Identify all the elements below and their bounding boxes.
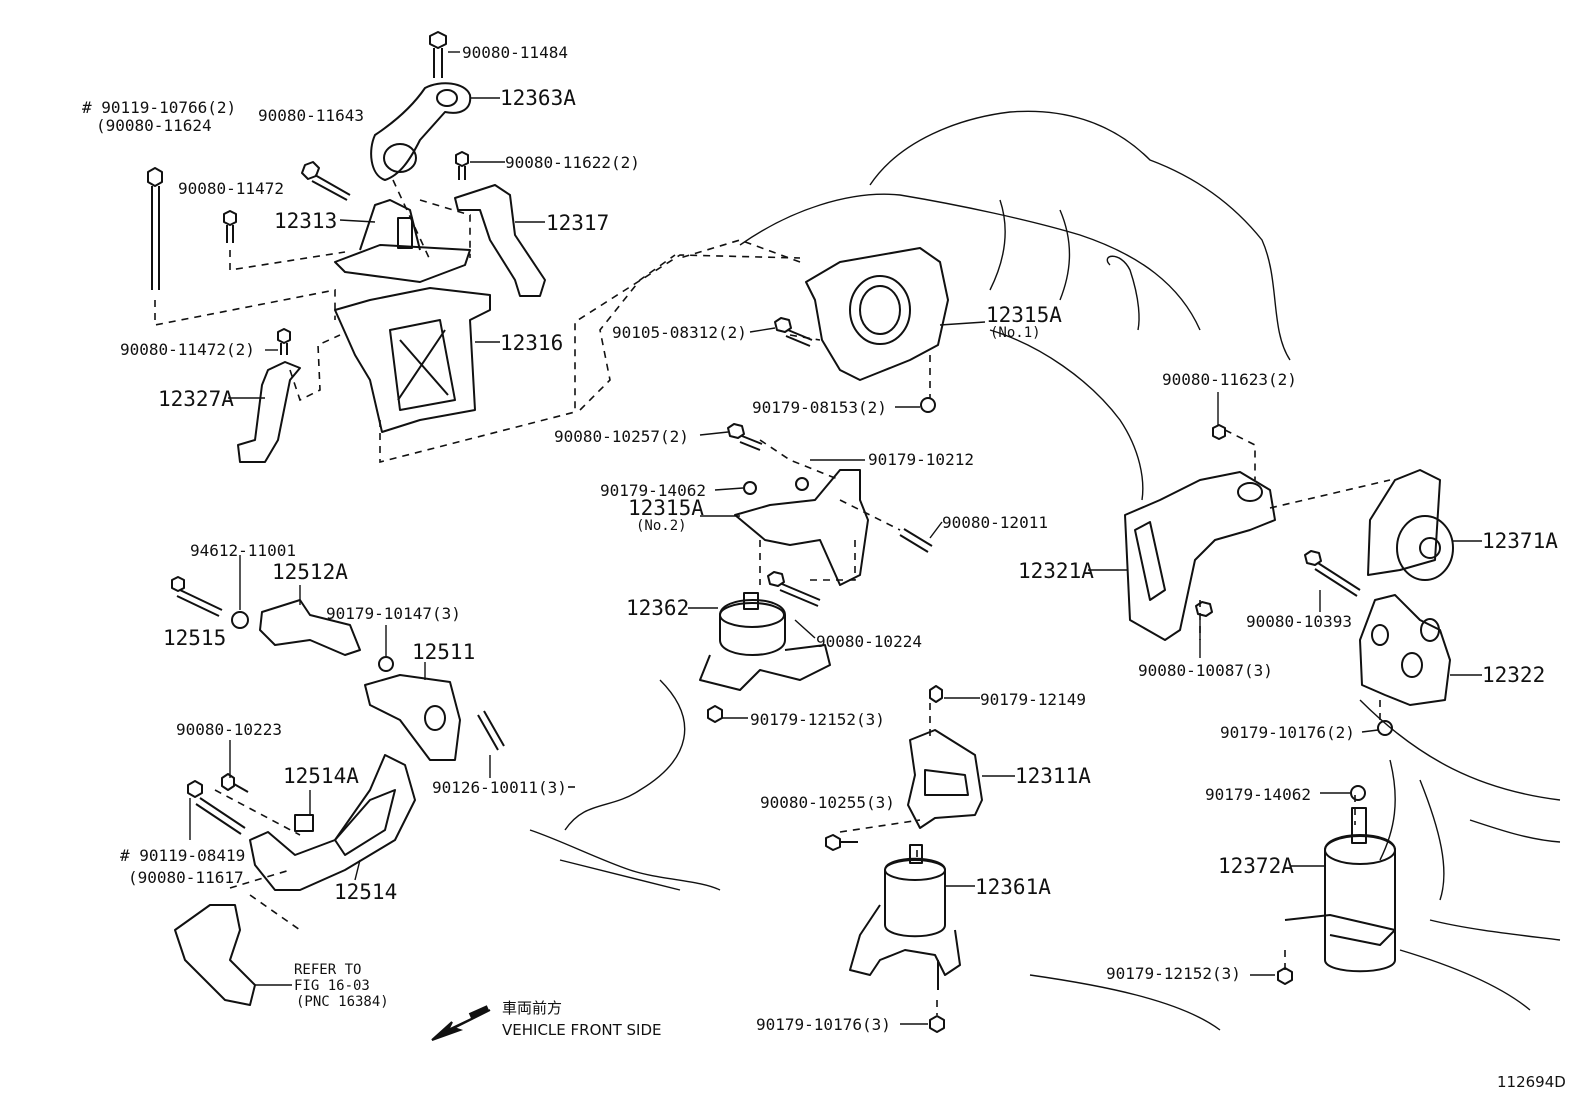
- label-12372A: 12372A: [1218, 854, 1294, 878]
- engine-outline: [529, 110, 1561, 1031]
- label-90080-11472-2: 90080-11472(2): [120, 340, 255, 359]
- label-90080-10223: 90080-10223: [176, 720, 282, 739]
- label-12361A: 12361A: [975, 875, 1051, 899]
- label-12313: 12313: [274, 209, 338, 233]
- label-12363A: 12363A: [500, 86, 576, 110]
- label-12315A-no1: 12315A: [986, 303, 1062, 327]
- label-12316: 12316: [500, 331, 564, 355]
- label-90080-11617: (90080-11617: [128, 868, 244, 887]
- label-12315A-no2-sub: (No.2): [636, 518, 687, 534]
- label-90179-10212: 90179-10212: [868, 450, 974, 469]
- label-90179-08153: 90179-08153(2): [752, 398, 887, 417]
- label-12511: 12511: [412, 640, 476, 664]
- label-90080-10087: 90080-10087(3): [1138, 661, 1273, 680]
- label-90179-10176-a: 90179-10176(2): [1220, 723, 1355, 742]
- label-90080-10393: 90080-10393: [1246, 612, 1352, 631]
- label-90179-14062-a: 90179-14062: [600, 481, 706, 500]
- refer-note-line2: FIG 16-03: [294, 978, 370, 994]
- label-90080-11624: (90080-11624: [96, 116, 212, 135]
- parts-shapes: [147, 31, 1454, 1033]
- label-94612-11001: 94612-11001: [190, 541, 296, 560]
- diagram-id: 112694D: [1497, 1073, 1566, 1091]
- label-90179-12152-a: 90179-12152(3): [750, 710, 885, 729]
- label-12362: 12362: [626, 596, 690, 620]
- label-12317: 12317: [546, 211, 610, 235]
- label-90080-11484: 90080-11484: [462, 43, 568, 62]
- direction-note-en: VEHICLE FRONT SIDE: [502, 1021, 662, 1039]
- label-12322: 12322: [1482, 663, 1546, 687]
- label-12315A-no2: 12315A: [628, 496, 704, 520]
- label-12515: 12515: [163, 626, 227, 650]
- label-12512A: 12512A: [272, 560, 348, 584]
- label-90080-12011: 90080-12011: [942, 513, 1048, 532]
- label-90179-12149: 90179-12149: [980, 690, 1086, 709]
- label-12371A: 12371A: [1482, 529, 1558, 553]
- label-90080-11472: 90080-11472: [178, 179, 284, 198]
- label-90080-10224: 90080-10224: [816, 632, 922, 651]
- refer-note-line3: (PNC 16384): [296, 994, 389, 1010]
- label-90119-10766: # 90119-10766(2): [82, 98, 237, 117]
- label-90179-14062-b: 90179-14062: [1205, 785, 1311, 804]
- label-12327A: 12327A: [158, 387, 234, 411]
- direction-note-jp: 車両前方: [502, 999, 563, 1017]
- label-90105-08312: 90105-08312(2): [612, 323, 747, 342]
- leader-lines: [189, 51, 1482, 1025]
- label-12311A: 12311A: [1015, 764, 1091, 788]
- label-90179-10176-b: 90179-10176(3): [756, 1015, 891, 1034]
- label-12514: 12514: [334, 880, 398, 904]
- label-90179-10147: 90179-10147(3): [326, 604, 461, 623]
- refer-note-line1: REFER TO: [294, 962, 362, 978]
- label-12321A: 12321A: [1018, 559, 1094, 583]
- label-12315A-no1-sub: (No.1): [990, 325, 1041, 341]
- label-90080-11622: 90080-11622(2): [505, 153, 640, 172]
- vehicle-front-arrow-icon: [431, 1005, 491, 1041]
- label-90080-11643: 90080-11643: [258, 106, 364, 125]
- label-90080-11623: 90080-11623(2): [1162, 370, 1297, 389]
- label-90119-08419: # 90119-08419: [120, 846, 246, 865]
- label-12514A: 12514A: [283, 764, 359, 788]
- label-90080-10255: 90080-10255(3): [760, 793, 895, 812]
- label-90179-12152-b: 90179-12152(3): [1106, 964, 1241, 983]
- label-90126-10011: 90126-10011(3): [432, 778, 567, 797]
- label-90080-10257: 90080-10257(2): [554, 427, 689, 446]
